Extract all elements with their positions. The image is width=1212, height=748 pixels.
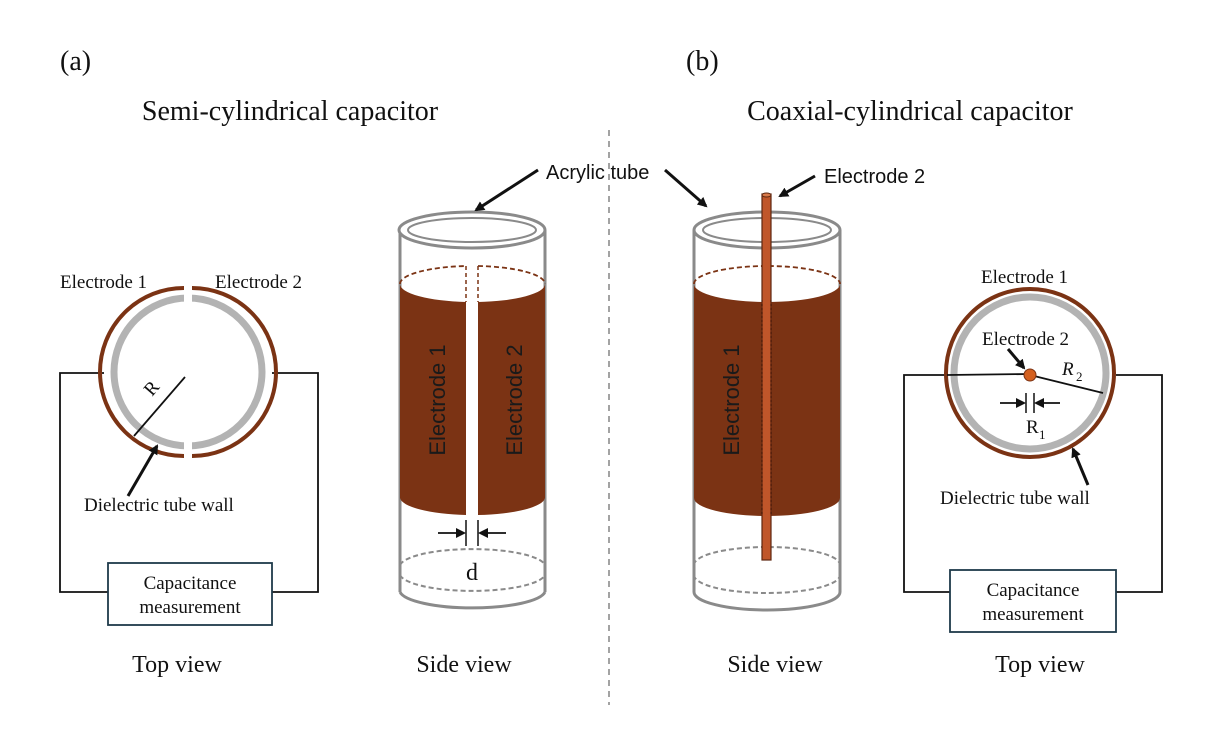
wall-label-b: Dielectric tube wall: [940, 488, 1090, 509]
side-electrode-2-label: Electrode 2: [502, 344, 527, 455]
measurement-box: [107, 562, 273, 626]
rod-top-cap: [761, 192, 772, 198]
electrode-2-rod: [761, 193, 772, 561]
panel-b-side-view: Electrode 1 Electrode 2 Side view: [692, 166, 925, 678]
panel-a-top-view: R Electrode 1 Electrode 2 Dielectric tub…: [59, 272, 319, 678]
top-view-caption-b: Top view: [995, 652, 1085, 678]
electrode-1-arc: [98, 286, 185, 458]
acrylic-arrow-b: [664, 168, 708, 208]
electrode-2-arc: [191, 286, 278, 458]
panel-b-top-view: Electrode 1 Electrode 2 R 2 R 1 Dielectr…: [903, 267, 1163, 678]
electrode-1-back-edge: [399, 265, 467, 285]
electrode-2-back-edge: [477, 265, 546, 285]
rod-label: Electrode 2: [824, 166, 925, 188]
panel-b-title: Coaxial-cylindrical capacitor: [747, 96, 1073, 127]
center-wire: [946, 373, 1031, 376]
gap-bottom: [184, 440, 192, 454]
electrode-1-label-b: Electrode 1: [981, 267, 1068, 288]
dielectric-wall-ring: [110, 294, 266, 450]
panel-a-letter: (a): [60, 46, 91, 77]
side-view-caption-a: Side view: [416, 652, 512, 678]
side-b-electrode-1-label: Electrode 1: [719, 344, 744, 455]
electrode-2-arrow-b: [1006, 348, 1026, 370]
tube-b-bottom-rim: [692, 591, 842, 612]
acrylic-tube-label: Acrylic tube: [546, 162, 649, 184]
electrode-2-label: Electrode 2: [215, 272, 302, 293]
wall-arrow-b: [1071, 447, 1090, 486]
electrode-1-label: Electrode 1: [60, 272, 147, 293]
side-electrode-1: [399, 284, 466, 515]
gap-label: d: [466, 560, 478, 586]
measurement-box-b: [949, 569, 1117, 633]
electrode-2-label-b: Electrode 2: [982, 329, 1069, 350]
radius-label: R: [140, 377, 164, 401]
r2-line: [1029, 374, 1104, 394]
tube-bottom-dashed-front: [399, 574, 546, 592]
wire-right: [272, 372, 319, 593]
side-view-caption-b: Side view: [727, 652, 823, 678]
electrode-1-ring: [944, 287, 1116, 459]
tube-bottom-rim: [398, 591, 547, 610]
r1-subscript: 1: [1039, 427, 1046, 442]
center-electrode-dot: [1023, 368, 1037, 382]
gap-top: [184, 290, 192, 304]
r1-symbol: R: [1026, 417, 1039, 438]
radius-line: [133, 376, 186, 437]
side-electrode-1-label: Electrode 1: [425, 344, 450, 455]
tube-b-bottom-dashed-back: [693, 546, 841, 566]
side-b-electrode-back-edge: [693, 265, 841, 285]
panel-b-letter: (b): [686, 46, 719, 77]
measurement-line-2: measurement: [139, 597, 241, 618]
wire-b-right: [1116, 374, 1163, 593]
dielectric-wall-ring-b: [950, 293, 1110, 453]
panel-a-title: Semi-cylindrical capacitor: [142, 96, 439, 127]
wire-left: [59, 372, 108, 593]
tube-bottom-dashed-back: [399, 548, 546, 566]
wall-label: Dielectric tube wall: [84, 495, 234, 516]
r2-symbol: R: [1061, 359, 1074, 380]
side-electrode-2: [478, 284, 546, 515]
measurement-b-line-2: measurement: [982, 604, 1084, 625]
rod-arrow: [778, 174, 816, 198]
measurement-b-line-1: Capacitance: [987, 580, 1080, 601]
r2-subscript: 2: [1076, 369, 1083, 384]
panel-a-side-view: Electrode 1 Electrode 2 d Side view: [397, 210, 547, 678]
wire-b-left: [903, 374, 950, 593]
measurement-line-1: Capacitance: [144, 573, 237, 594]
acrylic-arrow-a: [474, 168, 539, 212]
wall-arrow: [126, 444, 159, 497]
tube-top-inner: [407, 217, 537, 243]
tube-b-bottom-dashed-front: [693, 574, 841, 594]
top-view-caption-a: Top view: [132, 652, 222, 678]
